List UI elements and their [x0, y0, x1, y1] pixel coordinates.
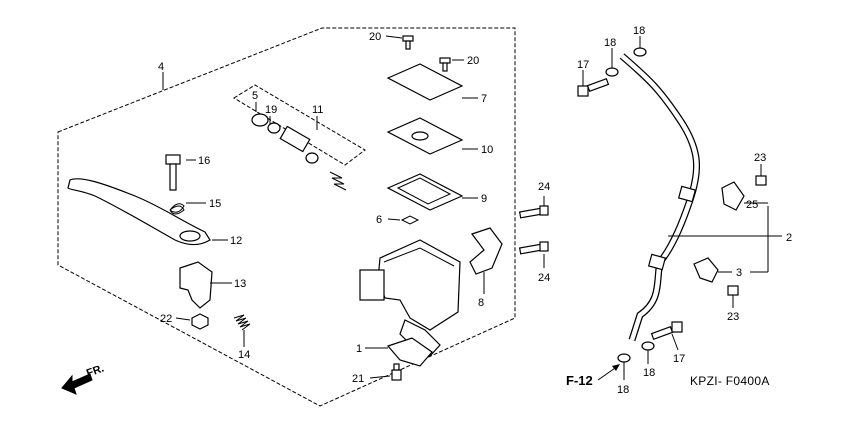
clamp-bolts — [518, 205, 549, 255]
callout-16: 16 — [198, 155, 210, 167]
piston-kit-boundary — [233, 84, 366, 166]
callout-22: 22 — [160, 313, 172, 325]
piston-kit-parts — [251, 113, 347, 191]
clip — [400, 215, 420, 225]
front-direction-arrow-icon — [61, 373, 93, 395]
diagram-code: KPZI- F0400A — [690, 374, 770, 388]
callout-1: 1 — [356, 343, 362, 355]
callout-18-d: 18 — [643, 367, 655, 379]
callout-8: 8 — [478, 297, 484, 309]
callout-15: 15 — [209, 198, 221, 210]
callout-23-bottom: 23 — [727, 311, 739, 323]
callout-25: 25 — [746, 199, 758, 211]
callout-2: 2 — [786, 232, 792, 244]
holder-bolt — [391, 363, 402, 381]
callout-4: 4 — [158, 61, 164, 73]
pivot-bolt — [165, 154, 181, 191]
callout-20-top: 20 — [369, 31, 381, 43]
holder — [386, 337, 433, 367]
diaphragm — [386, 173, 464, 211]
brake-lever — [67, 178, 211, 246]
cover-screws — [402, 35, 451, 72]
callout-17-top: 17 — [577, 59, 589, 71]
hose-clamp-lower — [693, 257, 719, 283]
page-reference: F-12 — [566, 373, 593, 388]
callout-5: 5 — [252, 90, 258, 102]
lever-bracket — [179, 261, 213, 309]
callout-12: 12 — [230, 235, 242, 247]
leader-lines — [162, 35, 782, 380]
callout-9: 9 — [481, 193, 487, 205]
callout-24-top: 24 — [538, 181, 550, 193]
callout-14: 14 — [238, 349, 250, 361]
callout-21: 21 — [352, 373, 364, 385]
callout-20-right: 20 — [467, 55, 479, 67]
lever-spring — [169, 203, 185, 215]
callout-7: 7 — [481, 93, 487, 105]
callout-6: 6 — [376, 214, 382, 226]
callout-11: 11 — [312, 104, 323, 116]
callout-18-c: 18 — [617, 384, 629, 396]
page-reference-arrowhead — [612, 364, 620, 371]
callout-19: 19 — [265, 104, 277, 116]
reservoir-cap — [386, 63, 464, 101]
callout-18-b: 18 — [633, 25, 645, 37]
master-cylinder — [359, 239, 461, 357]
diaphragm-plate — [386, 117, 464, 155]
callout-23-top: 23 — [754, 152, 766, 164]
hose-clamp-upper — [721, 181, 745, 211]
clamp — [469, 227, 503, 275]
callout-24-bottom: 24 — [538, 272, 550, 284]
callout-18-a: 18 — [604, 37, 616, 49]
callout-3: 3 — [736, 267, 742, 279]
nut — [191, 313, 209, 330]
sealing-washers — [605, 47, 655, 363]
assembly-boundary — [57, 27, 516, 407]
callout-10: 10 — [481, 144, 493, 156]
brake-hose — [619, 53, 701, 342]
banjo-bolt-bottom — [650, 321, 683, 341]
direction-label: FR. — [85, 362, 106, 379]
callout-13: 13 — [234, 278, 246, 290]
callout-17-bottom: 17 — [673, 353, 685, 365]
return-spring — [233, 314, 251, 331]
